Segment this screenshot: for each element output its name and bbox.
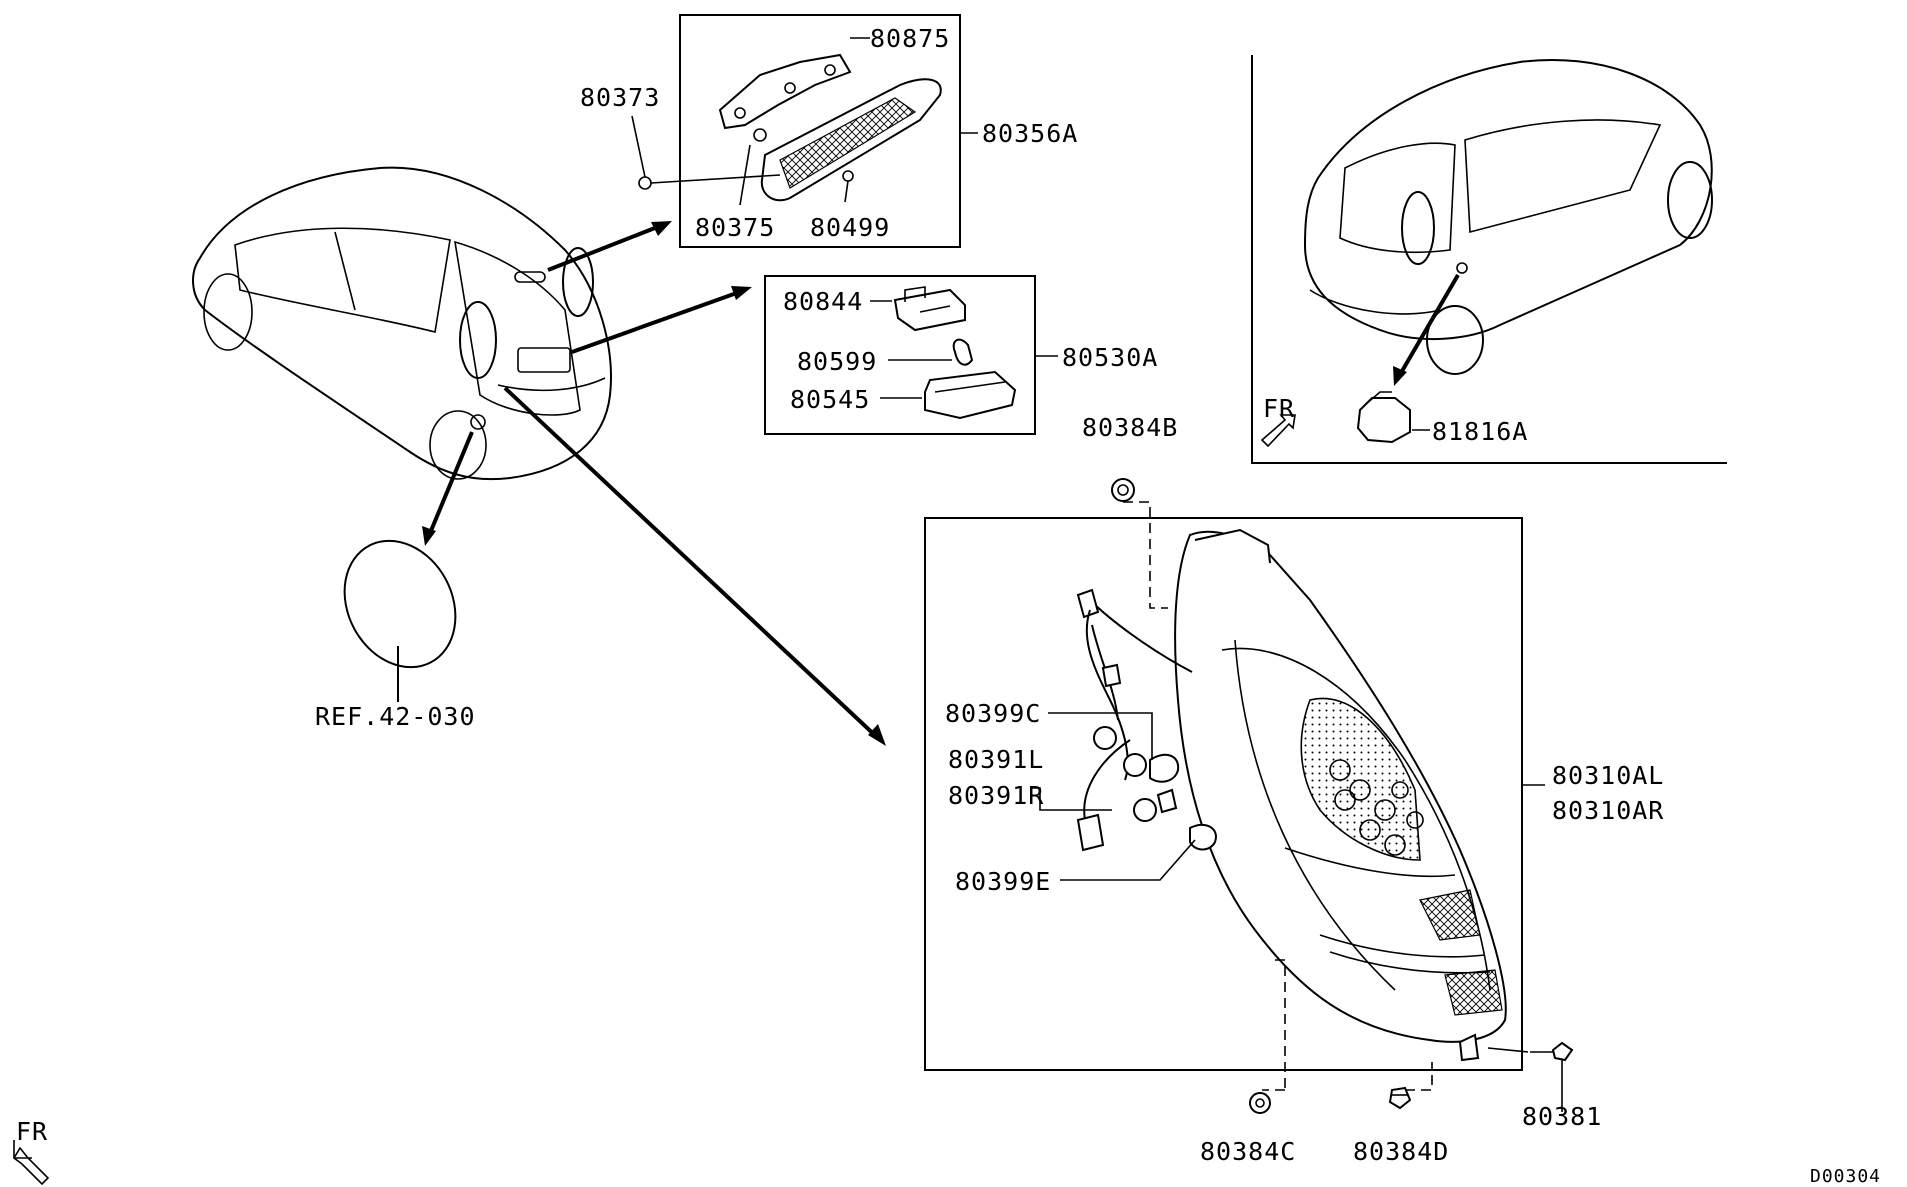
label-80599: 80599: [797, 347, 877, 376]
label-80844: 80844: [783, 287, 863, 316]
mudguard-ref-part: REF.42-030: [315, 539, 476, 731]
fasteners-below: [1249, 1041, 1574, 1114]
box-license-lamp: [764, 275, 1058, 435]
label-80391L: 80391L: [948, 745, 1044, 774]
inset-view: [1251, 55, 1727, 464]
label-80384C: 80384C: [1200, 1137, 1296, 1166]
label-80545: 80545: [790, 385, 870, 414]
box-high-mount-lamp: [631, 14, 961, 248]
label-80310AR: 80310AR: [1552, 796, 1664, 825]
label-80381: 80381: [1522, 1102, 1602, 1131]
label-81816A: 81816A: [1432, 417, 1528, 446]
label-80391R: 80391R: [948, 781, 1044, 810]
label-80375: 80375: [695, 213, 775, 242]
diagram-code: D00304: [1810, 1166, 1881, 1187]
box-tail-lamp: [924, 478, 1523, 1090]
label-80310AL: 80310AL: [1552, 761, 1664, 790]
label-80384D: 80384D: [1353, 1137, 1449, 1166]
inset-fr-label: FR: [1263, 394, 1295, 423]
label-80399C: 80399C: [945, 699, 1041, 728]
label-80356A: 80356A: [982, 119, 1078, 148]
box3-leaders: [1030, 712, 1545, 881]
label-80384B: 80384B: [1082, 413, 1178, 442]
leader-arrows: [422, 221, 886, 746]
ref-label: REF.42-030: [315, 702, 476, 731]
label-80499: 80499: [810, 213, 890, 242]
box1-leaders: [850, 37, 978, 134]
label-80875: 80875: [870, 24, 950, 53]
main-fr-label: FR: [16, 1117, 48, 1146]
label-80373: 80373: [580, 83, 660, 112]
label-80399E: 80399E: [955, 867, 1051, 896]
fr-orientation-arrow: [12, 1140, 50, 1186]
car-rear-view: [192, 166, 612, 481]
label-80530A: 80530A: [1062, 343, 1158, 372]
